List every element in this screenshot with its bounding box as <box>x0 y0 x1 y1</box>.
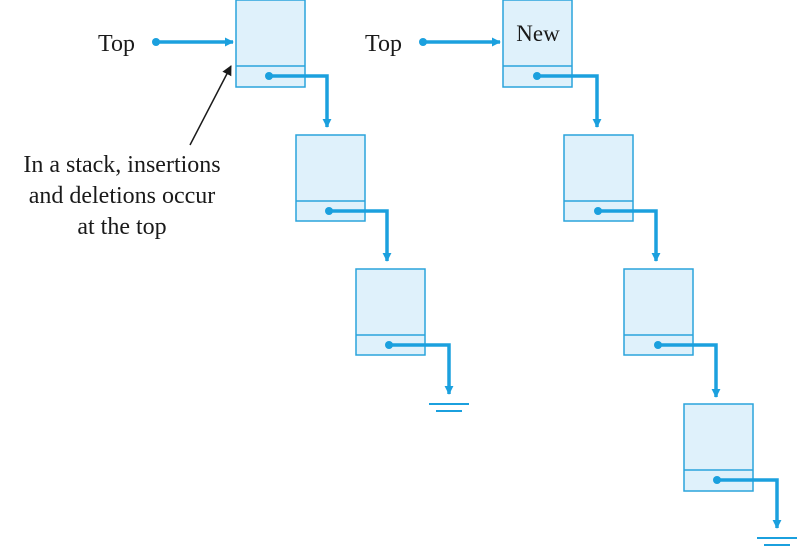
right-link-4-null <box>713 476 782 529</box>
annotation: In a stack, insertions and deletions occ… <box>23 65 232 240</box>
right-link-3 <box>654 341 721 398</box>
right-stack: Top New <box>365 0 797 546</box>
right-link-1 <box>533 72 602 128</box>
annotation-line-1: In a stack, insertions <box>23 152 220 178</box>
right-link-2 <box>594 207 661 262</box>
left-node-3 <box>355 268 426 356</box>
right-null-ground-icon <box>757 537 797 546</box>
left-stack: Top <box>23 0 469 412</box>
left-null-ground-icon <box>429 403 469 412</box>
new-node-label: New <box>516 21 560 46</box>
right-top-pointer <box>419 37 501 47</box>
annotation-pointer-arrow <box>189 65 232 146</box>
annotation-line-2: and deletions occur <box>29 183 216 209</box>
right-top-label: Top <box>365 31 402 57</box>
left-node-2 <box>295 134 366 222</box>
right-node-3 <box>623 268 694 356</box>
left-link-2 <box>325 207 392 262</box>
left-top-label: Top <box>98 31 135 57</box>
right-node-2 <box>563 134 634 222</box>
left-top-pointer <box>152 37 234 47</box>
left-link-3-null <box>385 341 454 395</box>
left-link-1 <box>265 72 332 128</box>
annotation-line-3: at the top <box>77 214 166 240</box>
